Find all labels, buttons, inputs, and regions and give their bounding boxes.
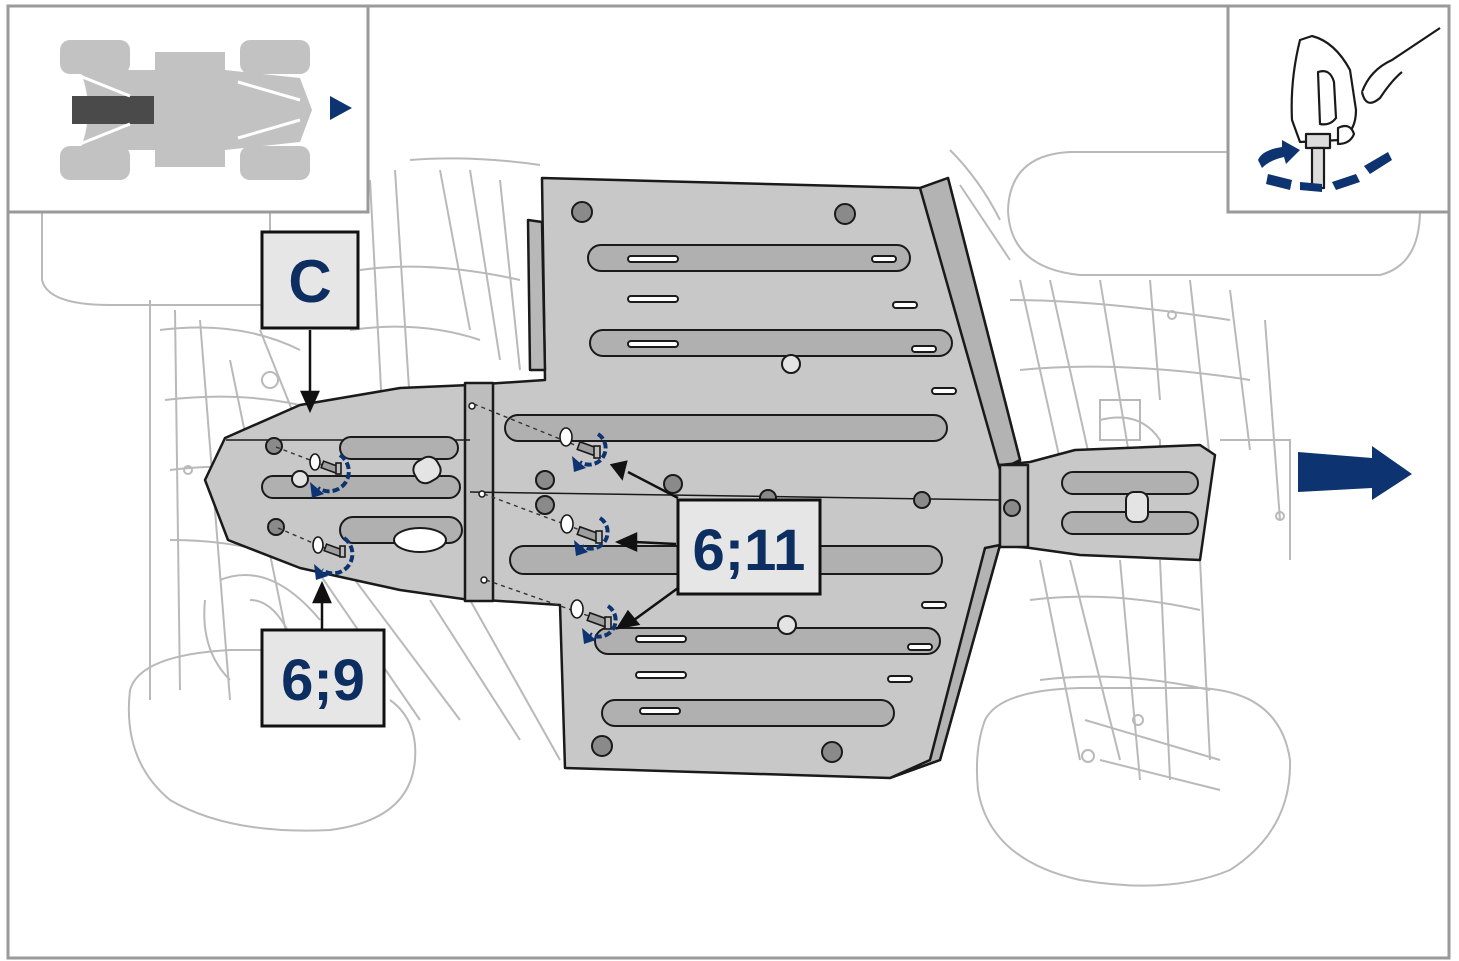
rear-plate-section	[998, 443, 1217, 562]
hand-tightening-icon	[1290, 27, 1441, 190]
fastener-label-center: 6;11	[676, 498, 822, 596]
plate-side-flange	[918, 176, 1022, 472]
bolt-center-top	[559, 427, 601, 459]
fastener-label-center-text: 6;11	[693, 518, 806, 583]
fasteners	[309, 427, 612, 630]
bolt-front-top	[309, 453, 342, 475]
callout-leaders	[300, 330, 679, 630]
plate-bosses	[291, 354, 1149, 635]
strip-rivets	[468, 402, 488, 584]
rotation-arrow-icon	[1258, 140, 1392, 192]
tighten-arrows	[316, 432, 618, 639]
bolt-center-mid	[560, 514, 603, 544]
slot-marks	[393, 255, 957, 715]
vehicle-top-view-inset	[6, 4, 370, 214]
hand-tightening-inset	[1226, 4, 1451, 214]
bolt-center-bottom	[570, 599, 612, 630]
direction-arrow-icon	[1298, 446, 1412, 500]
vehicle-top-view-icon	[60, 40, 312, 180]
bolt-front-bottom	[312, 536, 346, 558]
tighten-arrowheads	[310, 456, 596, 644]
part-label-c-text: C	[288, 248, 331, 315]
part-label-c: C	[260, 230, 360, 330]
plate-holes	[265, 201, 1021, 763]
inset-direction-arrow-icon	[330, 96, 352, 120]
fastener-label-front-text: 6;9	[281, 648, 365, 713]
fastener-label-front: 6;9	[260, 628, 386, 728]
